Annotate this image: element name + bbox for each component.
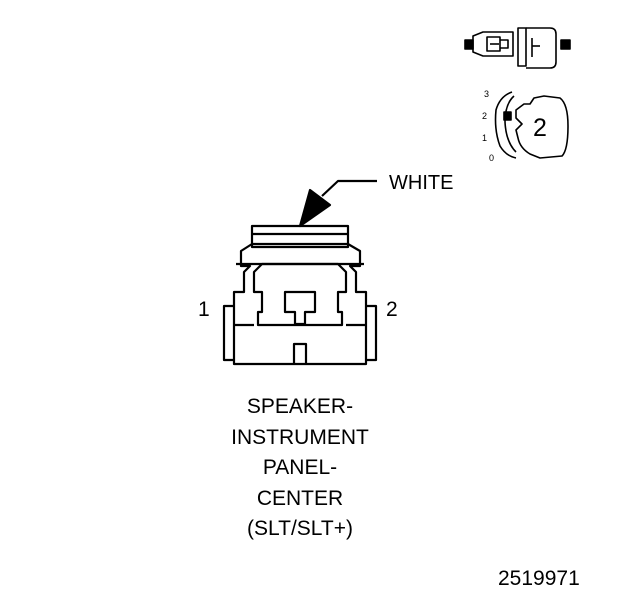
connector-color-label: WHITE — [389, 172, 454, 194]
key-scale-1: 1 — [482, 133, 488, 143]
pin-label-1: 1 — [198, 298, 210, 321]
key-number: 2 — [533, 114, 547, 142]
pin-label-2: 2 — [386, 298, 398, 321]
connector-name-line: (SLT/SLT+) — [247, 517, 353, 540]
arrow-pointer — [298, 179, 377, 228]
key-scale-2: 2 — [482, 111, 488, 121]
connector-side-view-icon — [464, 27, 571, 69]
connector-name-line: SPEAKER- — [246, 395, 354, 418]
connector-name-line: CENTER — [256, 486, 344, 510]
key-scale-0: 0 — [489, 153, 495, 163]
connector-front-view — [222, 224, 378, 366]
connector-name: SPEAKER- INSTRUMENT PANEL- CENTER (SLT/S… — [180, 392, 420, 545]
connector-name-line: INSTRUMENT — [231, 425, 369, 449]
connector-name-line: PANEL- — [262, 456, 338, 479]
key-scale-3: 3 — [484, 89, 490, 99]
key-position-icon — [494, 91, 569, 159]
figure-id: 2519971 — [498, 567, 580, 590]
